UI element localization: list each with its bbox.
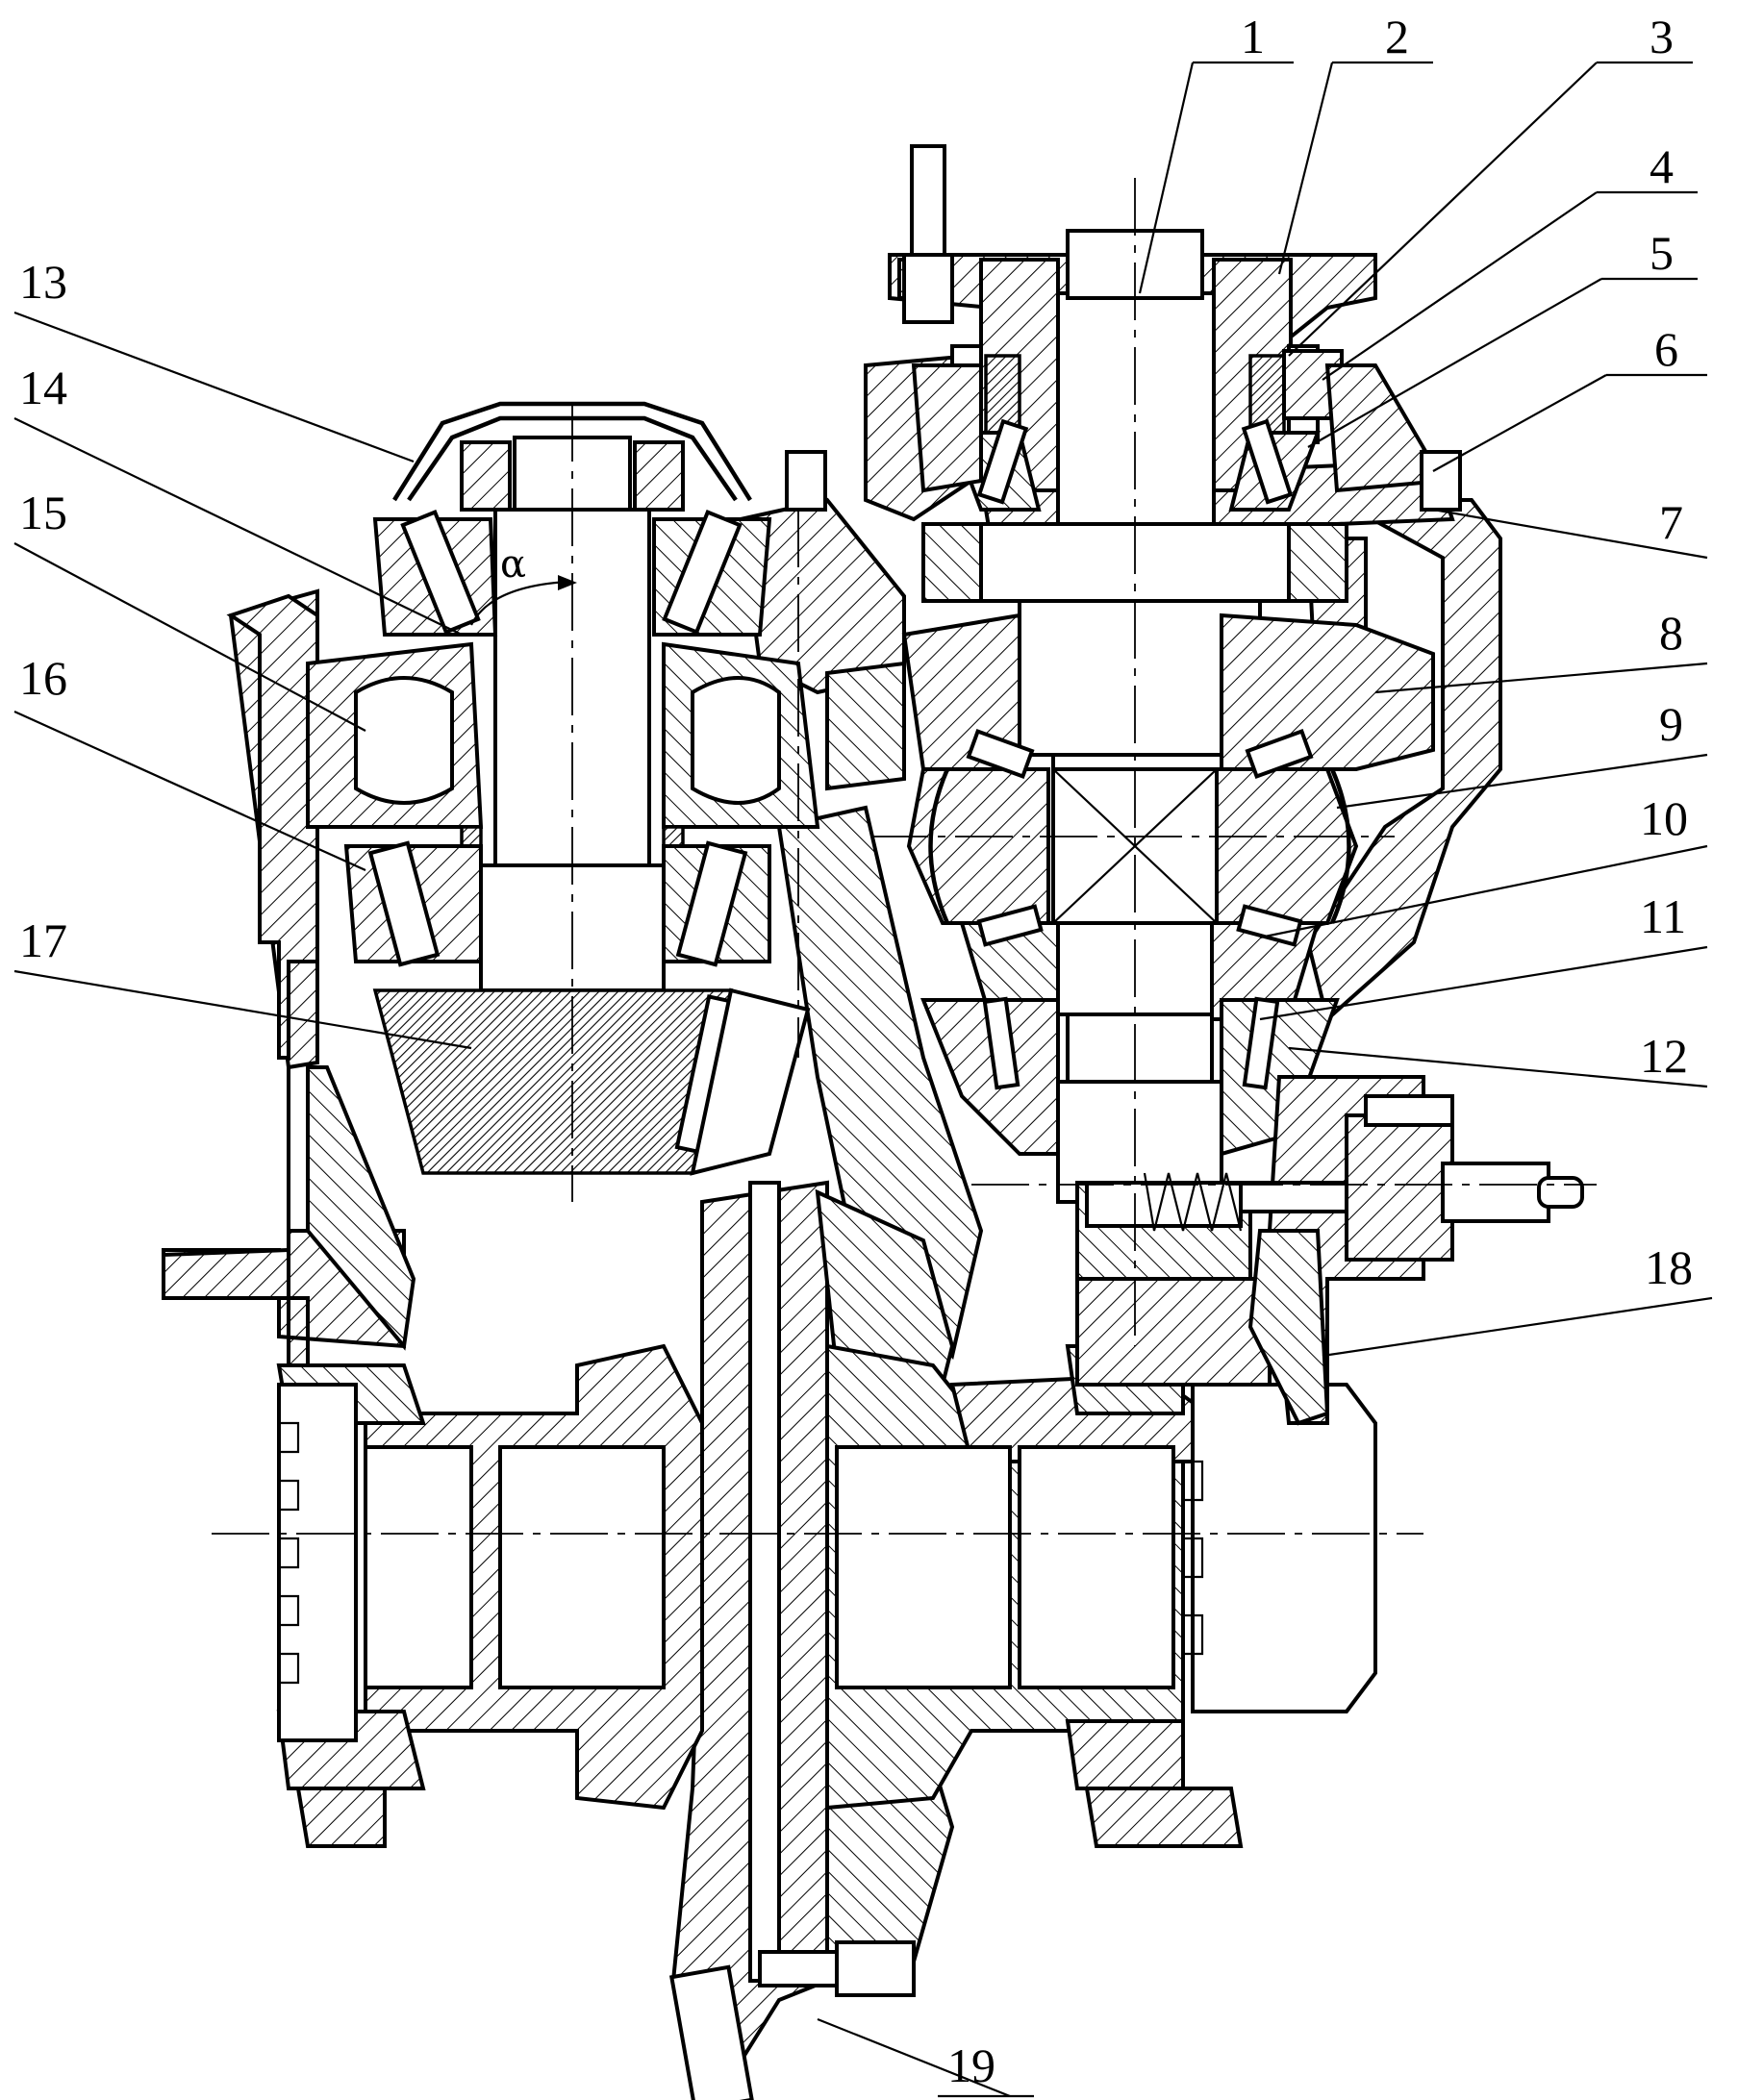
label-7: 7 bbox=[1659, 495, 1683, 549]
label-8: 8 bbox=[1659, 606, 1683, 660]
label-15: 15 bbox=[19, 486, 67, 539]
label-9: 9 bbox=[1659, 697, 1683, 751]
label-5: 5 bbox=[1650, 226, 1674, 280]
pinion-17 bbox=[375, 990, 808, 1173]
label-19: 19 bbox=[947, 2038, 995, 2092]
bolt-top-left bbox=[904, 146, 952, 322]
right-output-flange bbox=[1183, 1385, 1375, 1712]
label-4: 4 bbox=[1650, 139, 1674, 193]
bottom-bolt bbox=[760, 1942, 914, 1995]
label-14: 14 bbox=[19, 361, 67, 414]
left-spline-end bbox=[279, 1385, 356, 1740]
label-16: 16 bbox=[19, 651, 67, 705]
label-18: 18 bbox=[1645, 1240, 1693, 1294]
label-1: 1 bbox=[1241, 10, 1265, 63]
label-13: 13 bbox=[19, 255, 67, 309]
label-3: 3 bbox=[1650, 10, 1674, 63]
label-11: 11 bbox=[1640, 889, 1686, 943]
label-17: 17 bbox=[19, 913, 67, 967]
label-6: 6 bbox=[1654, 322, 1678, 376]
label-12: 12 bbox=[1640, 1029, 1688, 1083]
label-10: 10 bbox=[1640, 791, 1688, 845]
angle-alpha-label: α bbox=[500, 542, 526, 587]
label-2: 2 bbox=[1385, 10, 1409, 63]
